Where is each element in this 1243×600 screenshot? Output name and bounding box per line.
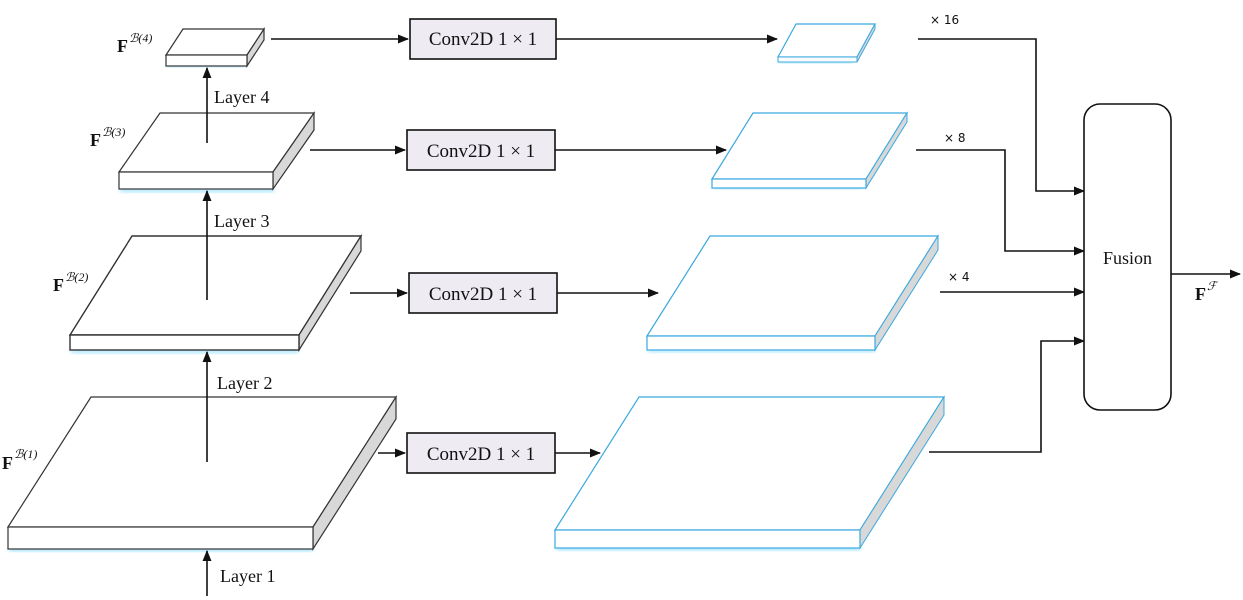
svg-text:Conv2D 1 × 1: Conv2D 1 × 1 bbox=[429, 29, 537, 50]
upsample-x4-label: × 4 bbox=[948, 270, 970, 284]
layer-1-label: Layer 1 bbox=[220, 566, 275, 586]
layer-2-label: Layer 2 bbox=[217, 373, 272, 393]
backbone-plate-1 bbox=[6, 394, 398, 552]
feature-label-3: F ℬ(3) bbox=[90, 125, 125, 150]
conv-box-2: Conv2D 1 × 1 bbox=[408, 272, 558, 314]
svg-text:Conv2D 1 × 1: Conv2D 1 × 1 bbox=[429, 284, 537, 305]
backbone-plate-4 bbox=[164, 26, 266, 69]
svg-text:ℬ(4): ℬ(4) bbox=[129, 31, 152, 45]
fusion-block: Fusion bbox=[1083, 103, 1172, 411]
svg-text:F: F bbox=[90, 130, 101, 150]
output-feature-label: F ℱ bbox=[1195, 279, 1219, 304]
upsample-x8-label: × 8 bbox=[944, 131, 966, 145]
svg-text:Conv2D 1 × 1: Conv2D 1 × 1 bbox=[427, 444, 535, 465]
connector-x1 bbox=[929, 336, 1086, 453]
conv-box-4: Conv2D 1 × 1 bbox=[409, 18, 557, 60]
svg-text:ℬ(2): ℬ(2) bbox=[65, 270, 88, 284]
layer-4-label: Layer 4 bbox=[214, 87, 269, 107]
feature-label-2: F ℬ(2) bbox=[53, 270, 88, 295]
backbone-plate-3 bbox=[117, 111, 316, 192]
backbone-plate-2 bbox=[68, 233, 363, 353]
connector-x8 bbox=[916, 149, 1086, 256]
svg-text:F: F bbox=[53, 275, 64, 295]
layer-3-label: Layer 3 bbox=[214, 211, 269, 231]
svg-text:ℱ: ℱ bbox=[1207, 279, 1219, 293]
conv-box-1: Conv2D 1 × 1 bbox=[406, 432, 556, 474]
svg-text:F: F bbox=[2, 453, 13, 473]
fusion-label: Fusion bbox=[1103, 248, 1152, 268]
projected-plate-2 bbox=[645, 234, 940, 352]
upsample-x16-label: × 16 bbox=[930, 13, 959, 27]
svg-text:F: F bbox=[117, 36, 128, 56]
projected-plate-1 bbox=[553, 395, 946, 550]
svg-text:ℬ(3): ℬ(3) bbox=[102, 125, 125, 139]
projected-plate-3 bbox=[710, 111, 909, 190]
connector-x16 bbox=[918, 38, 1086, 196]
feature-label-4: F ℬ(4) bbox=[117, 31, 152, 56]
svg-text:F: F bbox=[1195, 284, 1206, 304]
svg-text:ℬ(1): ℬ(1) bbox=[14, 447, 37, 461]
projected-plate-4 bbox=[776, 23, 877, 63]
svg-text:Conv2D 1 × 1: Conv2D 1 × 1 bbox=[427, 141, 535, 162]
feature-label-1: F ℬ(1) bbox=[2, 447, 37, 473]
conv-box-3: Conv2D 1 × 1 bbox=[406, 129, 556, 171]
